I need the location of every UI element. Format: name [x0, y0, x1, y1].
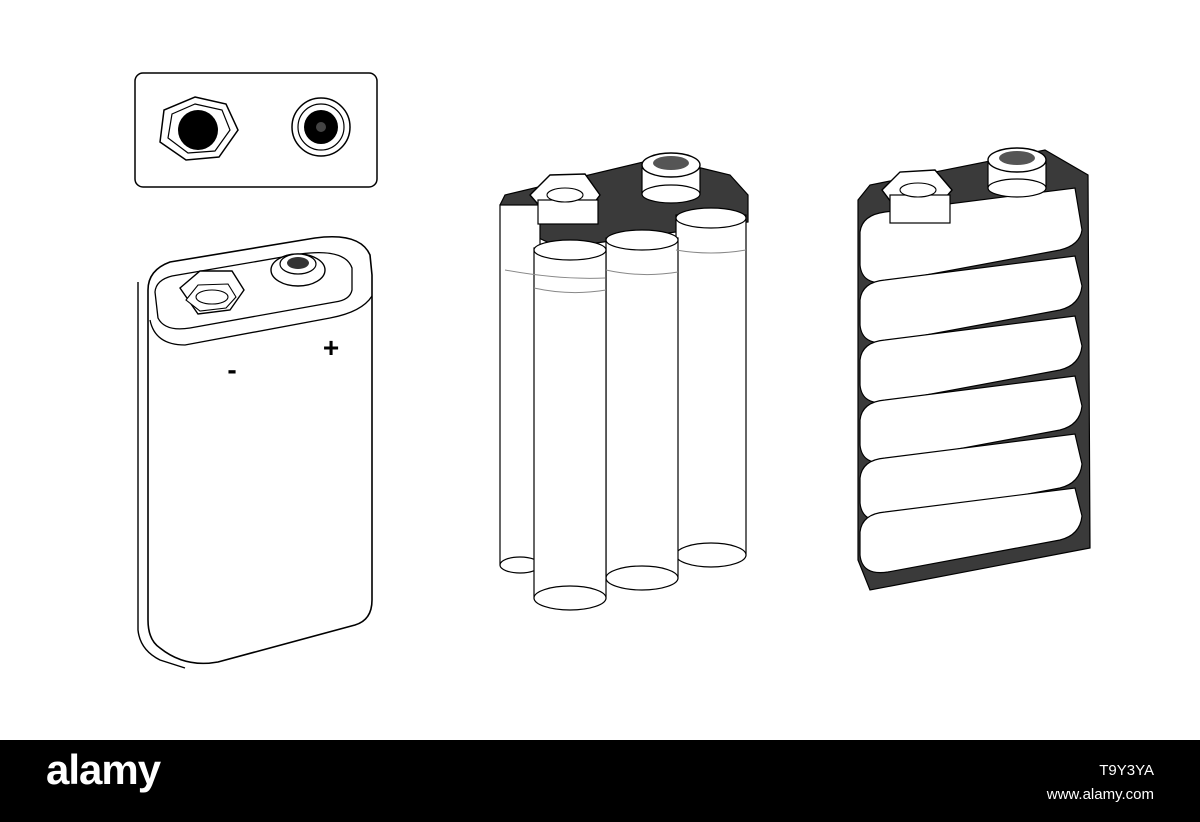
round-terminal-top-icon	[291, 97, 351, 157]
hex-terminal-icon	[179, 270, 245, 315]
hex-terminal-top-icon	[159, 96, 239, 161]
cell-front	[533, 239, 607, 611]
stacked-cell-layers	[859, 187, 1083, 574]
brand-logo: alamy	[46, 746, 161, 793]
minus-sign: -	[227, 354, 236, 385]
battery-illustration: - +	[134, 72, 1091, 669]
site-url: www.alamy.com	[1046, 786, 1154, 803]
round-terminal-icon	[270, 253, 326, 287]
terminal-detail-inset	[134, 72, 378, 188]
cell-mid-right	[605, 229, 679, 591]
hex-terminal-icon	[529, 173, 601, 225]
round-terminal-icon	[987, 147, 1047, 198]
cell-back-left	[499, 204, 541, 574]
nine-volt-battery: - +	[137, 235, 373, 669]
cell-right	[675, 207, 747, 568]
plus-sign: +	[323, 332, 339, 363]
image-id: T9Y3YA	[1099, 762, 1154, 779]
cylindrical-cells-battery	[499, 152, 749, 611]
stacked-cells-battery	[857, 147, 1091, 591]
watermark-footer: alamy T9Y3YA www.alamy.com	[0, 740, 1200, 822]
round-terminal-icon	[641, 152, 701, 204]
hex-terminal-icon	[881, 169, 953, 224]
